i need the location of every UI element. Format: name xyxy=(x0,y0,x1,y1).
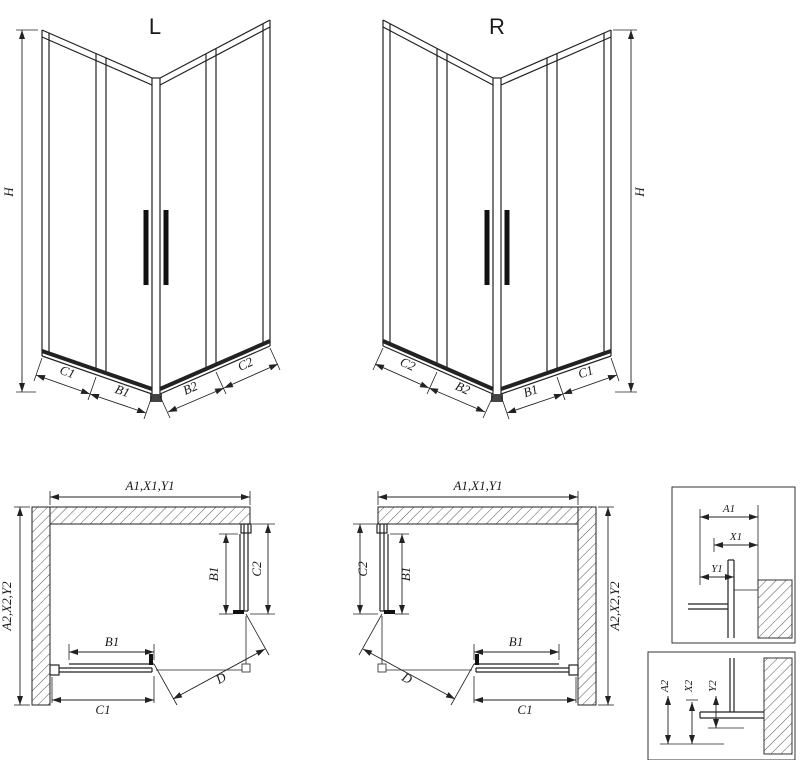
plan-left-corner xyxy=(156,616,251,673)
detail-top-dimensions: A1 X1 Y1 xyxy=(700,503,758,580)
door-handles-right-elevation xyxy=(484,210,510,285)
height-dimension-right: H xyxy=(613,29,647,393)
plan-left-side-fixed-dimension: C2 xyxy=(249,523,275,615)
dim-label-C2: C2 xyxy=(235,354,255,374)
dim-label-A2X2Y2: A2,X2,Y2 xyxy=(607,581,622,632)
wall-side xyxy=(31,506,51,706)
dim-label-H: H xyxy=(632,187,647,198)
dim-label-B2: B2 xyxy=(181,378,201,398)
dim-label-A1X1Y1: A1,X1,Y1 xyxy=(124,478,174,493)
variant-label-left: L xyxy=(149,14,161,39)
bottom-dimensions-left: C1 B1 B2 C2 xyxy=(33,347,281,420)
plan-left-width-dimension: A1,X1,Y1 xyxy=(49,478,251,505)
wall-section xyxy=(763,657,793,755)
dim-label-A2X2Y2: A2,X2,Y2 xyxy=(0,581,14,632)
bottom-dimensions-right: C2 B2 B1 C1 xyxy=(372,347,620,420)
dim-label-B1: B1 xyxy=(521,381,540,400)
door-handle xyxy=(475,654,479,665)
plan-left: A1,X1,Y1 A2,X2,Y2 xyxy=(0,478,275,717)
door-handles-left-elevation xyxy=(143,210,169,285)
dim-label-A2: A2 xyxy=(659,679,671,693)
dim-label-C1: C1 xyxy=(576,362,595,381)
dim-label-A1X1Y1: A1,X1,Y1 xyxy=(452,478,502,493)
elevation-left-structure xyxy=(41,19,271,402)
plan-left-bottom-door-dimension: B1 xyxy=(68,634,155,660)
dim-label-B1: B1 xyxy=(105,634,119,649)
elevation-right-structure xyxy=(382,19,612,402)
plan-right-depth-dimension: A2,X2,Y2 xyxy=(598,506,622,706)
detail-inset-top: A1 X1 Y1 xyxy=(671,486,796,644)
wall-top xyxy=(377,506,579,525)
door-handle xyxy=(384,610,395,614)
height-dimension-left: H xyxy=(1,29,38,393)
plan-left-diagonal-dimension: D xyxy=(153,613,270,706)
detail-bottom-profile xyxy=(699,658,764,719)
dim-label-B1: B1 xyxy=(398,567,413,581)
dim-label-A1: A1 xyxy=(722,503,735,515)
dim-label-C1: C1 xyxy=(58,362,77,381)
plan-right-diagonal-dimension: D xyxy=(358,613,475,706)
dim-label-B2: B2 xyxy=(453,378,473,398)
door-handle xyxy=(233,610,244,614)
dim-label-X2: X2 xyxy=(683,679,695,693)
plan-right: A1,X1,Y1 A2,X2,Y2 xyxy=(353,478,622,717)
plan-left-bottom-fixed-dimension: C1 xyxy=(51,676,155,717)
dim-label-X1: X1 xyxy=(729,531,742,543)
detail-bottom-references xyxy=(660,699,744,745)
plan-right-bottom-fixed-dimension: C1 xyxy=(473,676,577,717)
dim-label-Y2: Y2 xyxy=(707,680,719,692)
plan-right-walls xyxy=(377,506,597,706)
plan-right-width-dimension: A1,X1,Y1 xyxy=(377,478,579,505)
wall-section xyxy=(757,579,793,639)
plan-left-walls xyxy=(31,506,251,706)
dim-label-D: D xyxy=(212,669,229,687)
plan-right-side-fixed-dimension: C2 xyxy=(353,523,378,615)
dim-label-Y1: Y1 xyxy=(711,563,723,575)
plan-left-side-door-dimension: B1 xyxy=(206,533,238,615)
wall-top xyxy=(49,506,251,525)
plan-right-glass-side xyxy=(376,523,395,614)
dim-label-B1: B1 xyxy=(509,634,523,649)
dim-label-C1: C1 xyxy=(95,702,110,717)
variant-label-right: R xyxy=(489,14,505,39)
dim-label-C2: C2 xyxy=(249,561,264,577)
dim-label-C2: C2 xyxy=(355,561,370,577)
dim-label-C1: C1 xyxy=(517,702,532,717)
wall-side xyxy=(577,506,597,706)
dim-label-D: D xyxy=(399,669,416,687)
detail-top-references xyxy=(699,505,759,592)
dim-label-H: H xyxy=(1,187,16,198)
detail-inset-bottom: A2 X2 Y2 xyxy=(647,651,796,760)
detail-bottom-dimensions: A2 X2 Y2 xyxy=(659,679,719,744)
plan-right-side-door-dimension: B1 xyxy=(390,533,413,615)
elevation-right: R H xyxy=(372,14,647,420)
plan-left-depth-dimension: A2,X2,Y2 xyxy=(0,506,30,706)
dim-label-C2: C2 xyxy=(398,354,418,374)
dim-label-B1: B1 xyxy=(113,381,132,400)
plan-right-glass-bottom xyxy=(474,654,579,676)
corner-foot xyxy=(150,394,162,402)
door-handle xyxy=(149,654,153,665)
dim-label-B1: B1 xyxy=(206,567,221,581)
plan-left-glass-side xyxy=(233,523,252,614)
detail-top-profile xyxy=(688,559,735,638)
plan-left-glass-bottom xyxy=(49,654,154,676)
plan-right-corner xyxy=(377,616,472,673)
plan-right-bottom-door-dimension: B1 xyxy=(473,634,560,660)
elevation-left: L H xyxy=(1,14,281,420)
corner-foot xyxy=(491,394,503,402)
